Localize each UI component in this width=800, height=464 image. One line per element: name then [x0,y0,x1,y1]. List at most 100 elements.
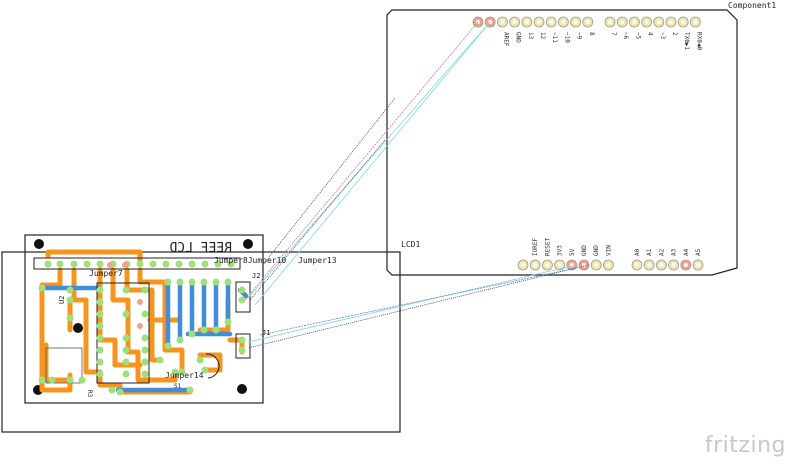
pcb-pad [171,368,179,376]
header-pin-label: RX0◀0 [695,32,702,50]
pcb-pad [66,296,74,304]
pcb-pad [141,370,149,378]
header-pin-label: ~6 [622,32,629,40]
pcb-pad [200,326,208,334]
jumper13-label: Jumper13 [298,256,337,265]
pcb-pad [66,314,74,322]
header-pin-label: GND [593,245,600,256]
pcb-pad [44,260,52,268]
pcb-pad [224,278,232,286]
jumper-stack-label: Jumper8Jumper10 [214,256,286,265]
component-label: Component1 [728,1,776,10]
j1-label: J1 [262,329,270,337]
connector-j1[interactable] [235,333,251,359]
header-pin-label: GND [515,32,522,43]
header-pin-label: RESET [544,238,551,256]
pcb-pad [238,346,246,354]
pcb-pad [96,286,104,294]
pcb-pad [227,260,235,268]
lcd-outline[interactable] [1,251,401,433]
pcb-pad [38,376,46,384]
pcb-pad [186,386,194,394]
connector-j2[interactable] [235,281,251,313]
pcb-pad [212,326,220,334]
header-pin-label: ~10 [563,32,570,43]
r3-label: R3 [86,390,93,398]
header-pin-label: 7 [610,32,617,36]
header-pin-label: AREF [502,32,509,47]
header-pin-label: A0 [634,248,641,256]
pcb-pad [214,260,222,268]
ic-u2-outline[interactable] [96,282,150,384]
pcb-pad [96,346,104,354]
pcb-pad [96,334,104,342]
pcb-pad [238,296,246,304]
pcb-title: REEF LCD [169,241,232,256]
pcb-pad [116,388,124,396]
pcb-pad [96,310,104,318]
pcb-pad [78,376,86,384]
header-pin-label: 8 [588,32,595,36]
header-pin-label: 12 [539,32,546,40]
pcb-pad [122,286,130,294]
mounting-hole [237,384,247,394]
pcb-pad [238,336,246,344]
header-pin-label: 4 [647,32,654,36]
pcb-pad [188,278,196,286]
pcb-pad [96,370,104,378]
pcb-pad [136,260,144,268]
pcb-board-outline[interactable] [24,234,264,404]
pcb-pad [176,278,184,286]
header-pin-label: 13 [527,32,534,40]
ratsnest-wires [244,21,589,349]
pcb-pad [122,370,130,378]
mounting-hole [34,239,44,249]
u2-label: U2 [58,296,66,304]
pcb-pad [141,346,149,354]
pcb-jumpers [39,279,249,393]
pcb-traces [39,249,245,395]
jumper14-label: Jumper14 [165,371,204,380]
header-pin-label: A4 [683,248,690,256]
header-pin-label: TX0▶1 [683,32,690,50]
pcb-pad [83,260,91,268]
pcb-pad [141,358,149,366]
header-pin-label: ~5 [634,32,641,40]
pcb-pad [141,334,149,342]
pcb-pink-pads [107,262,143,329]
lcd-header-strip[interactable] [33,257,241,270]
header-pin-label: A5 [695,248,702,256]
resistor-r3-outline[interactable] [45,347,83,384]
pcb-pads [38,260,246,396]
mounting-hole [243,239,253,249]
j2-label: J2 [252,272,260,280]
header-pin-label: ~11 [551,32,558,43]
pcb-pad [96,358,104,366]
pcb-pad [178,368,186,376]
pcb-pad [196,356,204,364]
pcb-pad [224,318,232,326]
header-pin-label: 3V3 [557,245,564,256]
pcb-pad [96,322,104,330]
header-pin-label: ~9 [576,32,583,40]
pcb-pad [176,336,184,344]
lcd-label: LCD1 [401,240,420,249]
pcb-pad [200,278,208,286]
capacitor-arc [205,353,220,379]
pcb-pad [122,310,130,318]
pcb-pad [122,346,130,354]
pcb-pad [188,330,196,338]
fritzing-watermark: fritzing [704,433,786,458]
header-pin-label: A1 [646,248,653,256]
header-pin-label: VIN [605,245,612,256]
pcb-pad [164,342,172,350]
pcb-pad [122,358,130,366]
pcb-pad [38,284,46,292]
pcb-pad [108,386,116,394]
pcb-pad [188,260,196,268]
arduino-shield-outline[interactable] [386,9,738,276]
pcb-pad [96,298,104,306]
